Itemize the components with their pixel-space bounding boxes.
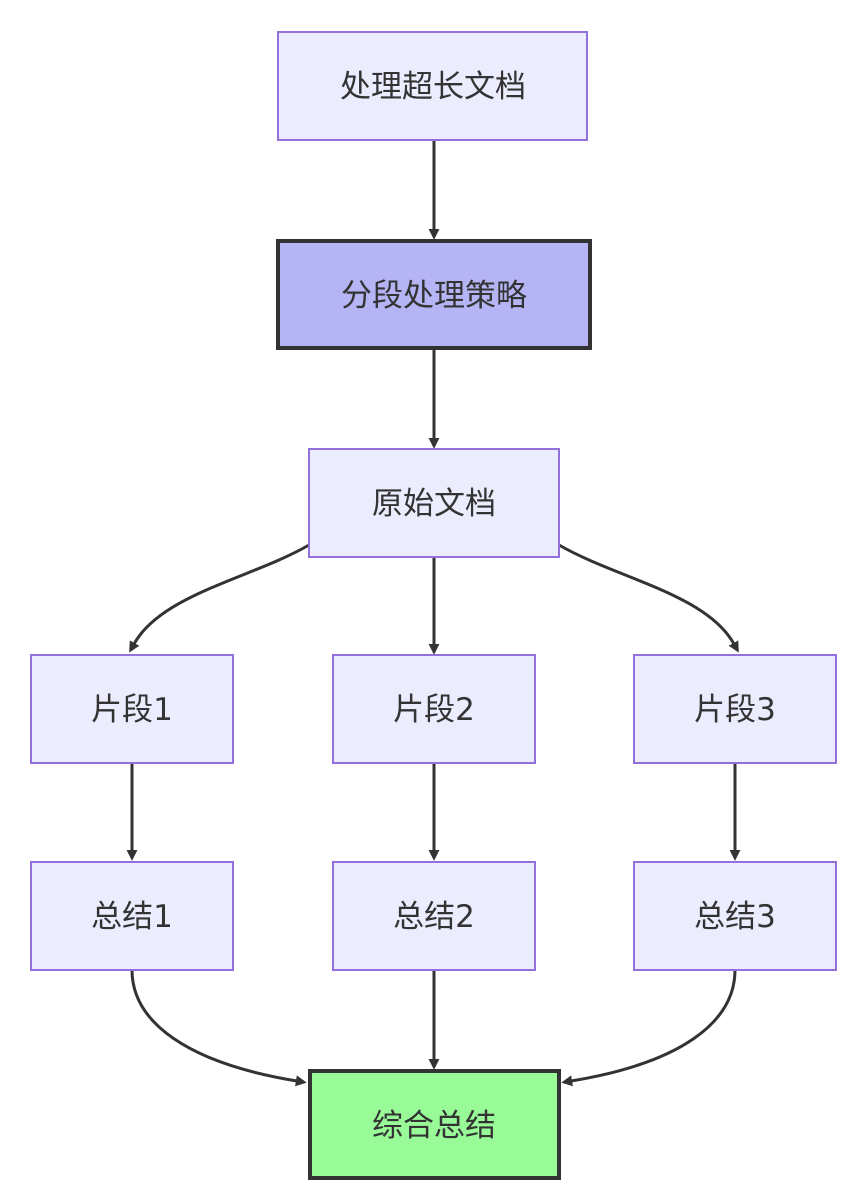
node-summary-1-label: 总结1 <box>91 899 173 935</box>
node-segmentation-strategy-label: 分段处理策略 <box>341 278 527 314</box>
node-fragment-3-label: 片段3 <box>694 692 776 728</box>
node-fragment-1-label: 片段1 <box>91 692 173 728</box>
node-summary-3-label: 总结3 <box>694 899 776 935</box>
node-summary-1-box <box>30 861 234 971</box>
node-final-summary-box <box>308 1069 561 1180</box>
edge-summary-3-to-final <box>561 969 737 1087</box>
node-original-document: 原始文档 <box>308 448 560 558</box>
node-fragment-1: 片段1 <box>30 654 234 764</box>
node-summary-3-box <box>633 861 837 971</box>
node-original-document-box <box>308 448 560 558</box>
node-process-long-document-label: 处理超长文档 <box>340 69 526 105</box>
node-segmentation-strategy-box <box>276 239 592 350</box>
node-summary-1: 总结1 <box>30 861 234 971</box>
node-summary-2: 总结2 <box>332 861 536 971</box>
node-fragment-2: 片段2 <box>332 654 536 764</box>
node-fragment-3-box <box>633 654 837 764</box>
edge-summary-1-to-final <box>130 969 307 1087</box>
node-original-document-label: 原始文档 <box>372 486 496 522</box>
node-segmentation-strategy: 分段处理策略 <box>276 239 592 350</box>
node-process-long-document: 处理超长文档 <box>277 31 588 141</box>
node-summary-2-label: 总结2 <box>393 899 475 935</box>
node-fragment-1-box <box>30 654 234 764</box>
node-summary-2-box <box>332 861 536 971</box>
node-summary-3: 总结3 <box>633 861 837 971</box>
node-fragment-2-box <box>332 654 536 764</box>
node-fragment-2-label: 片段2 <box>393 692 475 728</box>
node-fragment-3: 片段3 <box>633 654 837 764</box>
edge-original-to-fragment-1 <box>129 543 310 653</box>
edge-original-to-fragment-3 <box>558 543 739 653</box>
node-final-summary: 综合总结 <box>308 1069 561 1180</box>
node-final-summary-label: 综合总结 <box>372 1108 496 1144</box>
node-process-long-document-box <box>277 31 588 141</box>
